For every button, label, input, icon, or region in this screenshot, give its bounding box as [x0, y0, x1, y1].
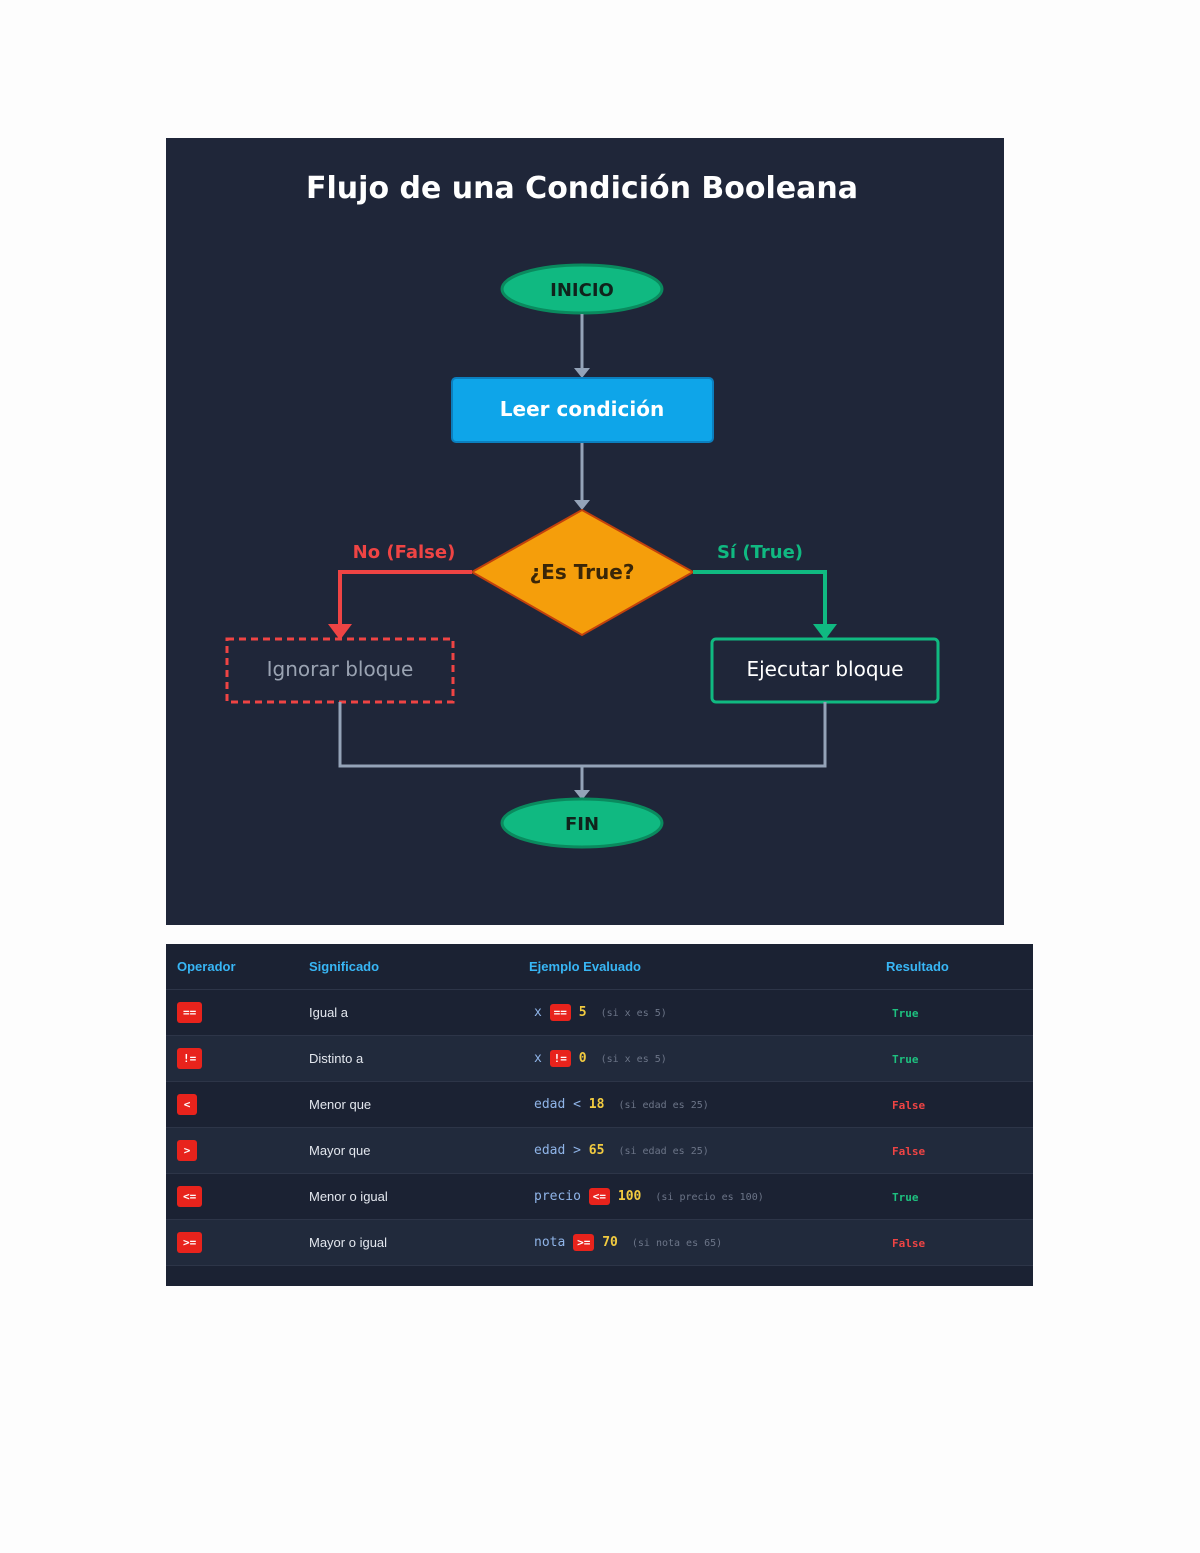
- table-row: <= Menor o igual precio <= 100 (si precio e…: [166, 1173, 1033, 1220]
- example-variable: nota: [534, 1235, 566, 1250]
- operators-table: Operador Significado Ejemplo Evaluado Re…: [166, 944, 1033, 1266]
- result-cell: False: [886, 1219, 1033, 1266]
- example-operator: !=: [549, 1050, 571, 1067]
- true-branch-arrowhead: [813, 624, 837, 640]
- result-value: False: [892, 1099, 926, 1112]
- meaning-cell: Mayor o igual: [309, 1219, 529, 1266]
- result-cell: True: [886, 1173, 1033, 1220]
- operator-cell: <: [166, 1081, 309, 1128]
- meaning-cell: Menor que: [309, 1081, 529, 1128]
- example-cell: nota >= 70 (si nota es 65): [529, 1219, 886, 1266]
- operator-cell: !=: [166, 1035, 309, 1082]
- start-node-shape: [500, 263, 664, 315]
- example-variable: x: [534, 1005, 542, 1020]
- operator-badge: ==: [177, 1002, 203, 1023]
- result-value: True: [892, 1053, 919, 1066]
- operators-table-body: == Igual a x == 5 (si x es 5) True != Distinto…: [166, 989, 1033, 1266]
- result-value: False: [892, 1145, 926, 1158]
- example-value: 65: [588, 1143, 605, 1158]
- example-operator: ==: [549, 1004, 571, 1021]
- header-meaning: Significado: [309, 944, 529, 990]
- example-variable: edad: [534, 1143, 566, 1158]
- decision-node-shape: [469, 508, 696, 637]
- example-value: 18: [588, 1097, 605, 1112]
- example-note: (si x es 5): [600, 1008, 667, 1019]
- meaning-cell: Menor o igual: [309, 1173, 529, 1220]
- operator-badge: <=: [177, 1186, 203, 1207]
- result-cell: False: [886, 1081, 1033, 1128]
- example-value: 70: [602, 1235, 618, 1250]
- table-row: < Menor que edad < 18 (si edad es 25) False: [166, 1081, 1033, 1128]
- example-note: (si nota es 65): [631, 1238, 723, 1249]
- example-cell: precio <= 100 (si precio es 100): [529, 1173, 886, 1220]
- meaning-cell: Igual a: [309, 989, 529, 1036]
- arrowhead-read: [574, 368, 590, 378]
- example-note: (si edad es 25): [618, 1100, 709, 1111]
- example-operator: <: [573, 1097, 581, 1112]
- operator-cell: >: [166, 1127, 309, 1174]
- example-value: 0: [578, 1051, 587, 1066]
- example-operator: >=: [573, 1234, 595, 1251]
- example-value: 5: [578, 1005, 587, 1020]
- ignore-node-label: Ignorar bloque: [267, 657, 414, 681]
- end-node-label: FIN: [565, 814, 599, 835]
- end-node-shape: [500, 797, 664, 849]
- example-variable: precio: [534, 1189, 581, 1204]
- execute-node-label: Ejecutar bloque: [746, 657, 903, 681]
- decision-node-label: ¿Es True?: [530, 560, 635, 584]
- merge-line: [338, 702, 827, 768]
- table-row: > Mayor que edad > 65 (si edad es 25) False: [166, 1127, 1033, 1174]
- false-branch-label: No (False): [353, 542, 456, 563]
- header-example: Ejemplo Evaluado: [529, 944, 886, 990]
- diagram-title: Flujo de una Condición Booleana: [306, 171, 858, 206]
- example-operator: <=: [588, 1188, 611, 1205]
- true-branch-line: [693, 570, 827, 628]
- arrowhead-end: [574, 790, 590, 800]
- result-value: True: [892, 1007, 919, 1020]
- operator-cell: >=: [166, 1219, 309, 1266]
- operator-cell: ==: [166, 989, 309, 1036]
- result-cell: True: [886, 989, 1033, 1036]
- header-operator: Operador: [166, 944, 309, 990]
- example-cell: edad < 18 (si edad es 25): [529, 1081, 886, 1128]
- operator-badge: !=: [177, 1048, 203, 1069]
- header-result: Resultado: [886, 944, 1033, 990]
- operator-badge: >=: [177, 1232, 203, 1253]
- table-row: == Igual a x == 5 (si x es 5) True: [166, 989, 1033, 1036]
- table-row: != Distinto a x != 0 (si x es 5) True: [166, 1035, 1033, 1082]
- table-row: >= Mayor o igual nota >= 70 (si nota es 65)…: [166, 1219, 1033, 1266]
- operator-cell: <=: [166, 1173, 309, 1220]
- read-node-shape: [451, 377, 714, 443]
- example-value: 100: [617, 1189, 642, 1204]
- example-operator: >: [573, 1143, 581, 1158]
- example-variable: edad: [534, 1097, 566, 1112]
- result-value: False: [892, 1237, 926, 1250]
- example-cell: x == 5 (si x es 5): [529, 989, 886, 1036]
- flowchart-diagram: Flujo de una Condición Booleana INICIO L…: [225, 171, 940, 849]
- table-header-row: Operador Significado Ejemplo Evaluado Re…: [166, 944, 1033, 990]
- example-cell: edad > 65 (si edad es 25): [529, 1127, 886, 1174]
- example-note: (si edad es 25): [618, 1146, 709, 1157]
- start-node-label: INICIO: [550, 280, 614, 301]
- flowchart-panel: Flujo de una Condición Booleana INICIO L…: [166, 138, 1004, 925]
- false-branch-line: [338, 570, 472, 628]
- meaning-cell: Distinto a: [309, 1035, 529, 1082]
- operators-table-panel: Operador Significado Ejemplo Evaluado Re…: [166, 944, 1033, 1286]
- true-branch-label: Sí (True): [717, 542, 803, 563]
- example-note: (si precio es 100): [655, 1192, 764, 1203]
- operator-badge: >: [177, 1140, 197, 1161]
- read-node-label: Leer condición: [500, 397, 664, 421]
- example-variable: x: [534, 1051, 542, 1066]
- result-value: True: [892, 1191, 919, 1204]
- example-note: (si x es 5): [600, 1054, 667, 1065]
- false-branch-arrowhead: [328, 624, 352, 640]
- operator-badge: <: [177, 1094, 197, 1115]
- example-cell: x != 0 (si x es 5): [529, 1035, 886, 1082]
- result-cell: True: [886, 1035, 1033, 1082]
- result-cell: False: [886, 1127, 1033, 1174]
- meaning-cell: Mayor que: [309, 1127, 529, 1174]
- arrowhead-decision: [574, 500, 590, 510]
